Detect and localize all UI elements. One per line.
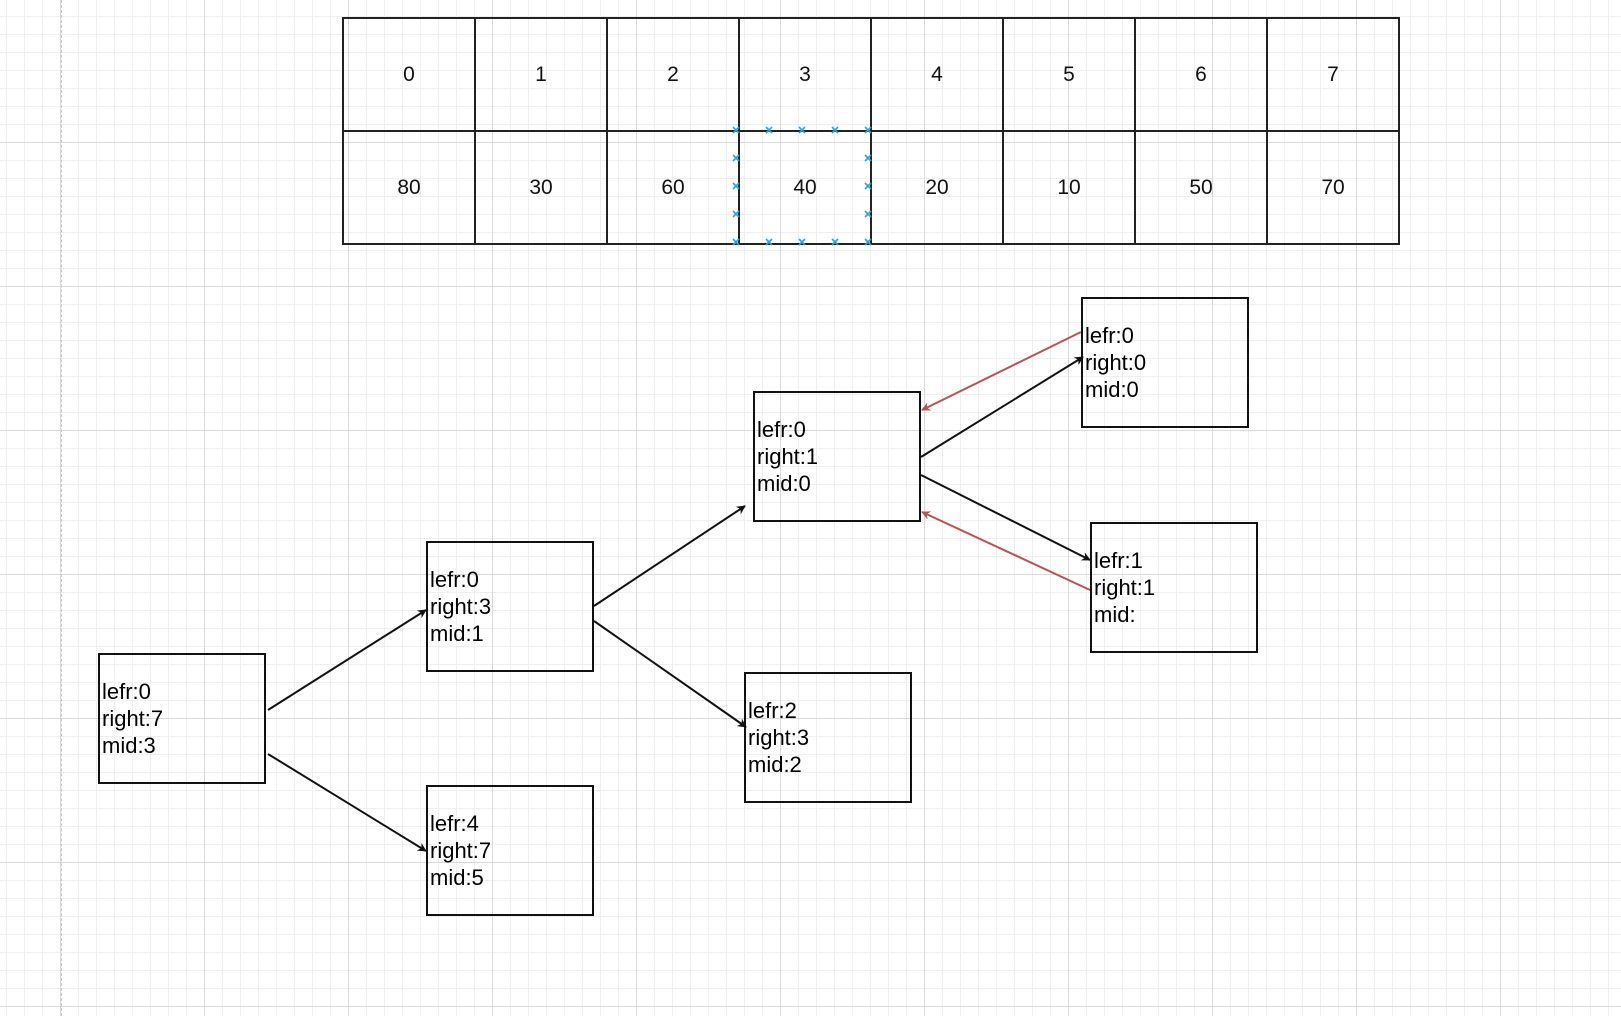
edge-left03-to-right23-call-arrow[interactable] xyxy=(593,620,747,728)
edge-root-to-right-call-arrow[interactable] xyxy=(267,753,427,852)
array-value-cell[interactable]: 60 xyxy=(606,130,740,245)
node-left-label: lefr:0 xyxy=(1085,323,1134,348)
node-right-label: right:7 xyxy=(102,706,164,731)
array-index-cell[interactable]: 5 xyxy=(1002,17,1136,132)
node-mid-label: mid:0 xyxy=(757,471,811,496)
array-value-cell[interactable]: 10 xyxy=(1002,130,1136,245)
edge-right11-return-return-arrow[interactable] xyxy=(921,511,1091,591)
edge-left03-to-left01-call-arrow[interactable] xyxy=(593,505,746,607)
array-index-cell[interactable]: 7 xyxy=(1266,17,1400,132)
array-value-cell[interactable]: 30 xyxy=(474,130,608,245)
array-index-cell[interactable]: 0 xyxy=(342,17,476,132)
array-value-cell-selected[interactable]: 40 xyxy=(738,130,872,245)
node-left-label: lefr:0 xyxy=(757,417,806,442)
node-right-label: right:3 xyxy=(430,594,492,619)
node-left-0-3[interactable]: lefr:0 right:3 mid:1 xyxy=(426,541,594,672)
node-mid-label: mid:5 xyxy=(430,865,484,890)
node-right-label: right:1 xyxy=(757,444,819,469)
node-left-label: lefr:0 xyxy=(430,567,479,592)
node-root[interactable]: lefr:0 right:7 mid:3 xyxy=(98,653,266,784)
node-right-label: right:0 xyxy=(1085,350,1147,375)
page-boundary-guide xyxy=(61,0,62,1016)
node-left-label: lefr:2 xyxy=(748,698,797,723)
edge-left01-to-right11-call-arrow[interactable] xyxy=(920,474,1091,561)
node-right-label: right:1 xyxy=(1094,575,1156,600)
node-left-label: lefr:4 xyxy=(430,811,479,836)
array-value-cell[interactable]: 70 xyxy=(1266,130,1400,245)
array-value-cell[interactable]: 20 xyxy=(870,130,1004,245)
node-right-4-7[interactable]: lefr:4 right:7 mid:5 xyxy=(426,785,594,916)
array-index-cell[interactable]: 2 xyxy=(606,17,740,132)
array-value-cell[interactable]: 50 xyxy=(1134,130,1268,245)
array-index-row: 0 1 2 3 4 5 6 7 xyxy=(342,17,1400,132)
array-value-row: 80 30 60 40 20 10 50 70 xyxy=(342,130,1400,245)
array-index-cell[interactable]: 3 xyxy=(738,17,872,132)
array-table[interactable]: 0 1 2 3 4 5 6 7 80 30 60 40 20 10 50 70 xyxy=(342,17,1400,245)
node-mid-label: mid:1 xyxy=(430,621,484,646)
array-index-cell[interactable]: 4 xyxy=(870,17,1004,132)
node-left-label: lefr:0 xyxy=(102,679,151,704)
node-mid-label: mid:3 xyxy=(102,733,156,758)
array-index-cell[interactable]: 6 xyxy=(1134,17,1268,132)
node-mid-label: mid:2 xyxy=(748,752,802,777)
node-mid-label: mid:0 xyxy=(1085,377,1139,402)
node-right-label: right:3 xyxy=(748,725,810,750)
node-mid-label: mid: xyxy=(1094,602,1136,627)
node-right-2-3[interactable]: lefr:2 right:3 mid:2 xyxy=(744,672,912,803)
edge-left00-return-return-arrow[interactable] xyxy=(921,331,1082,411)
edge-root-to-left-call-arrow[interactable] xyxy=(267,609,427,711)
node-left-0-1[interactable]: lefr:0 right:1 mid:0 xyxy=(753,391,921,522)
node-left-label: lefr:1 xyxy=(1094,548,1143,573)
node-left-0-0[interactable]: lefr:0 right:0 mid:0 xyxy=(1081,297,1249,428)
array-value-cell[interactable]: 80 xyxy=(342,130,476,245)
node-right-label: right:7 xyxy=(430,838,492,863)
array-index-cell[interactable]: 1 xyxy=(474,17,608,132)
edge-left01-to-left00-call-arrow[interactable] xyxy=(920,356,1084,458)
node-right-1-1[interactable]: lefr:1 right:1 mid: xyxy=(1090,522,1258,653)
